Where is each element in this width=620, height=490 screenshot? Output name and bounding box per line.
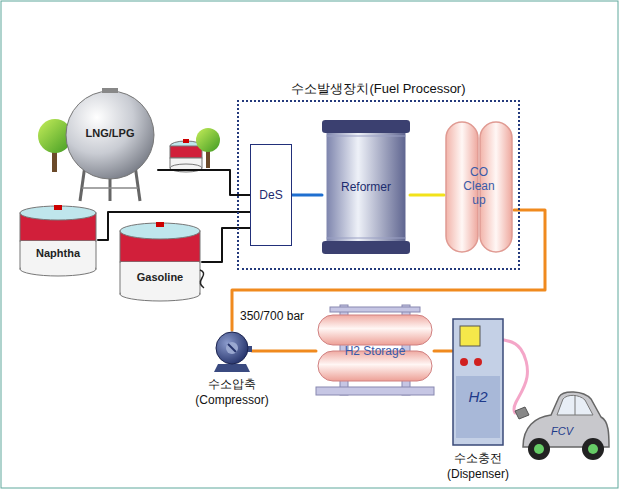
compressor-icon-shape-part (228, 344, 236, 352)
fuel-cell-car-shape-part (528, 438, 550, 460)
small-tank-part (170, 146, 202, 158)
hydrogen-storage-tanks-label: H2 Storage (344, 344, 406, 358)
fuel-cell-car-label: FCV (551, 425, 573, 438)
compressor-icon-shape-part (214, 364, 250, 372)
gasoline-tank-shape-part (156, 222, 164, 227)
co-cleanup-vessels: CO Clean up (444, 122, 514, 252)
naphtha-tank: Naphtha (18, 205, 98, 277)
pipe-connector (202, 228, 250, 262)
pipe-connector (504, 340, 527, 413)
tree (196, 128, 220, 168)
reformer-cylinder-shape-part (327, 238, 406, 239)
pipe-connector (434, 350, 452, 353)
hydrogen-storage-tanks-shape-part (318, 315, 432, 345)
hydrogen-dispenser-shape (452, 318, 504, 446)
fuel-cell-car-shape-part (588, 444, 598, 454)
compressor-icon: 수소압축 (Compressor) (212, 330, 252, 372)
gasoline-tank-shape-part (120, 223, 200, 239)
fuel-cell-car-shape-part (575, 395, 576, 415)
tree-part (52, 150, 57, 172)
fuel-cell-car-shape-part (534, 444, 544, 454)
gasoline-tank-label: Gasoline (118, 271, 202, 284)
pipe-connector (252, 350, 316, 353)
naphtha-tank-shape (18, 205, 98, 277)
hydrogen-dispenser-shape-part (456, 376, 500, 438)
co-cleanup-vessels-label: CO Clean up (456, 166, 502, 207)
hydrogen-dispenser-label: H2 (452, 388, 504, 406)
hydrogen-dispenser-shape-part (453, 319, 503, 445)
fuel-processor-frame-label: 수소발생장치(Fuel Processor) (219, 81, 538, 97)
fuel-processor-frame: 수소발생장치(Fuel Processor)DeSReformerCO Clea… (237, 100, 520, 270)
compressor-icon-label: 수소압축 (Compressor) (186, 377, 278, 408)
hydrogen-dispenser-shape-part (474, 358, 482, 366)
reformer-cylinder-shape-part (327, 136, 406, 137)
spherical-gas-tank-label: LNG/LPG (62, 127, 158, 140)
desulfurizer-box-label: DeS (251, 188, 291, 202)
hydrogen-storage-tanks: H2 Storage (316, 305, 434, 397)
spherical-gas-tank-shape (62, 88, 158, 203)
spherical-gas-tank-shape-part (102, 88, 118, 93)
reformer-cylinder-shape-part (322, 120, 410, 133)
gasoline-tank: Gasoline (118, 222, 202, 302)
spherical-gas-tank-shape-part (82, 187, 138, 189)
naphtha-tank-shape-part (20, 206, 96, 220)
fuel-cell-car: FCV (515, 385, 610, 470)
hydrogen-storage-tanks-shape-part (316, 387, 434, 395)
desulfurizer-box: DeS (250, 144, 292, 246)
reformer-cylinder-shape-part (322, 241, 410, 254)
hydrogen-dispenser-shape-part (460, 358, 468, 366)
pressure-label: 350/700 bar (240, 309, 304, 323)
naphtha-tank-shape-part (54, 205, 62, 210)
hydrogen-dispenser-label: 수소충전 (Dispenser) (426, 451, 530, 482)
spherical-gas-tank: LNG/LPG (62, 88, 158, 203)
hydrogen-storage-tanks-shape-part (330, 307, 420, 312)
pipe-connector (410, 194, 444, 197)
compressor-icon-shape-part (226, 342, 238, 354)
fuel-cell-car-shape-part (557, 395, 593, 415)
compressor-icon-shape (212, 330, 252, 372)
gasoline-tank-shape (118, 222, 202, 302)
fuel-cell-car-shape-part (582, 438, 604, 460)
hydrogen-dispenser: H2수소충전 (Dispenser) (452, 318, 504, 446)
tree-part (196, 128, 220, 152)
compressor-icon-shape-part (216, 332, 248, 364)
reformer-cylinder-label: Reformer (322, 180, 410, 194)
gasoline-tank-shape-part (200, 270, 204, 288)
hydrogen-dispenser-shape-part (460, 326, 480, 346)
naphtha-tank-label: Naphtha (18, 247, 98, 260)
reformer-cylinder: Reformer (322, 120, 410, 254)
fuel-cell-car-shape-part (515, 407, 529, 419)
tree-part (206, 150, 210, 168)
small-tank-part (183, 139, 189, 143)
pipe-connector (292, 194, 322, 197)
